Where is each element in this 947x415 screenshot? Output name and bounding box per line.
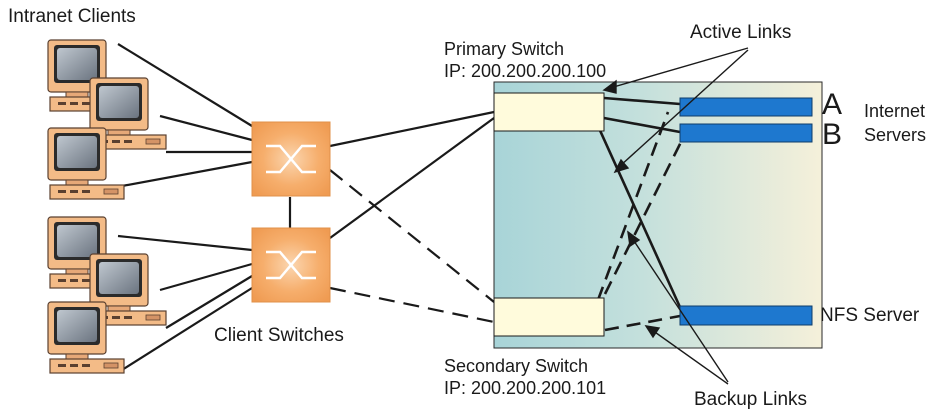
secondary-switch [493, 297, 605, 337]
client-links [117, 43, 292, 371]
secondary-switch-name: Secondary Switch [444, 356, 589, 376]
server-links [596, 96, 686, 317]
nfs-server [679, 305, 813, 326]
internet-server-b [679, 123, 813, 143]
internet-servers-label-line1: Internet [864, 101, 926, 121]
internet-server-a [679, 97, 813, 117]
uplink-links [329, 110, 495, 324]
internet-servers-label-line2: Servers [864, 125, 927, 145]
client-switches-label: Client Switches [214, 325, 344, 346]
server-b-letter: B [822, 118, 843, 151]
secondary-switch-ip: IP: 200.200.200.101 [444, 378, 607, 398]
client-switch-top [250, 120, 332, 198]
active-links-label: Active Links [690, 22, 792, 43]
primary-switch [493, 92, 605, 132]
primary-switch-ip: IP: 200.200.200.100 [444, 61, 607, 81]
client-switch-bottom [250, 226, 332, 304]
backup-server-links [596, 111, 686, 332]
intranet-clients-label: Intranet Clients [8, 6, 136, 27]
nfs-server-label: NFS Server [820, 305, 920, 326]
callout-arrows [602, 47, 749, 385]
backup-links-label: Backup Links [694, 389, 808, 410]
primary-switch-name: Primary Switch [444, 39, 565, 59]
server-a-letter: A [822, 88, 843, 121]
